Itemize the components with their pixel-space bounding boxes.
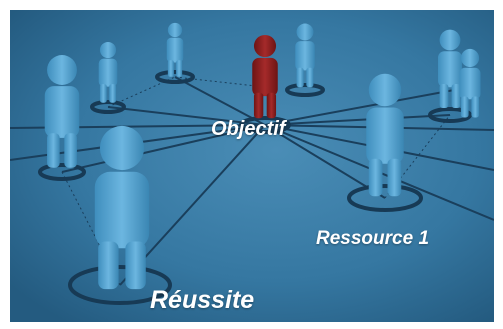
- person-figure: [44, 55, 80, 168]
- person-figure: [459, 48, 481, 118]
- objectif-label: Objectif: [211, 118, 286, 140]
- network-illustration: Objectif Ressource 1 Réussite: [10, 10, 494, 322]
- network-graphic: [10, 10, 494, 322]
- person-figure: [98, 41, 118, 103]
- reussite-label: Réussite: [150, 286, 255, 314]
- person-figure: [295, 23, 315, 88]
- person-figures: [44, 22, 481, 290]
- target-person-figure: [252, 34, 278, 119]
- connections: [10, 76, 494, 286]
- person-figure: [366, 73, 404, 197]
- person-figure: [438, 29, 462, 108]
- ressource-label: Ressource 1: [316, 228, 430, 249]
- person-figure-foreground: [94, 125, 150, 290]
- rings: [38, 70, 472, 305]
- person-figure: [166, 22, 184, 77]
